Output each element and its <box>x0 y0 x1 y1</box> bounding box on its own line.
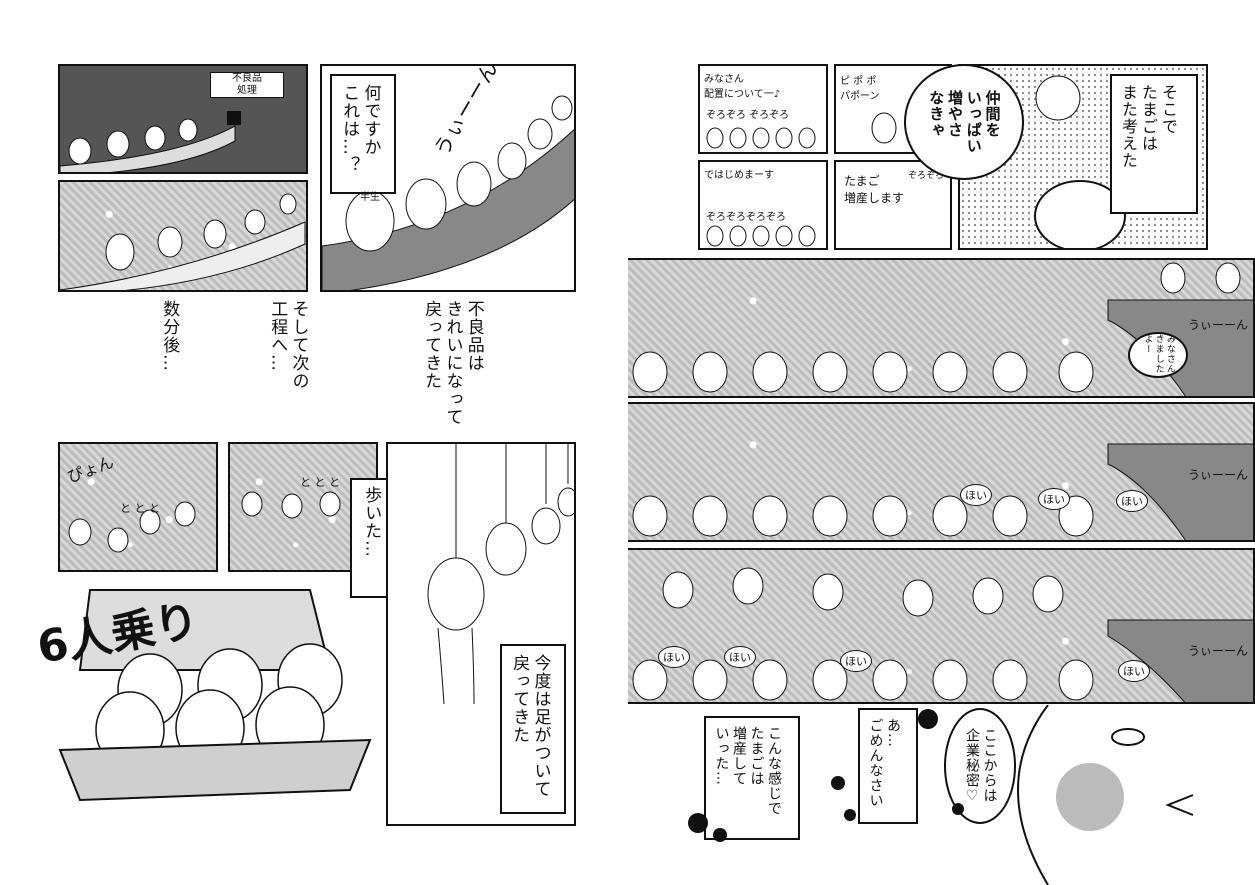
conveyor-big-drawing <box>322 95 574 290</box>
speech-came: みなさん きましたよー <box>1142 334 1175 374</box>
small-arrange: みなさん 配置について一♪ <box>704 74 781 100</box>
caption-produce: こんな感じで たまごは 増産して いった… <box>713 726 783 816</box>
caption-again: そこで たまごは また考えた <box>1119 84 1178 169</box>
sfx-conveyor-right-2: うぃーーん <box>1188 468 1249 482</box>
sfx-pon: ピ ポ ポ パポーン <box>840 76 880 102</box>
panel-what-is-this: 何ですか これは…？ 半生 うぃーーん <box>320 64 576 292</box>
caption-legs-box: 今度は足がついて 戻ってきた <box>500 644 566 814</box>
panel-jump: ぴょん と と と <box>58 442 218 572</box>
moon-egg-drawing <box>1034 75 1126 248</box>
caption-returned: 不良品は きれいになって 戻ってきた <box>421 300 484 426</box>
sfx-zorozoro-1: ぞろぞろ ぞろぞろ <box>706 110 790 121</box>
speech-what-box: 何ですか これは…？ <box>330 74 396 194</box>
speech-hai-3: ほい <box>1116 490 1148 512</box>
caption-legs: 今度は足がついて 戻ってきた <box>509 654 551 798</box>
sfx-zorozoro-2: ぞろぞろぞろぞろ <box>706 212 786 223</box>
speech-increase: 仲間を いっぱい 増やさ なきゃ <box>927 90 1002 154</box>
conveyor-eggs-drawing <box>60 193 306 290</box>
sfx-conveyor-right-3: うぃーーん <box>1188 644 1249 658</box>
strip-3: うぃーーん ほい ほい ほい ほい <box>628 548 1255 704</box>
panel-hanging-eggs: 今度は足がついて 戻ってきた <box>386 442 576 826</box>
strip-3-drawing <box>632 567 1253 702</box>
caption-minutes: 数分後… <box>159 300 180 372</box>
panel-conveyor-eggs <box>58 180 308 292</box>
egg-carton-drawing <box>58 589 372 802</box>
sfx-conveyor-right-1: うぃーーん <box>1188 318 1249 332</box>
panel-start: ではじめまーす ぞろぞろぞろぞろ <box>698 160 828 250</box>
panel-produce: たまご 増産します ぞろぞろ <box>834 160 952 250</box>
speech-came-bubble: みなさん きましたよー <box>1128 332 1188 378</box>
egg-pon <box>871 112 897 144</box>
speech-sorry: あ… ごめんなさい <box>867 718 902 808</box>
speech-what: 何ですか これは…？ <box>339 84 381 174</box>
speech-secret: ここからは 企業秘密♡ <box>964 727 998 805</box>
speech-sorry-box: あ… ごめんなさい <box>858 708 918 824</box>
sfx-steps-2: と と と <box>300 476 340 489</box>
defect-sign: 不良品 処理 <box>210 72 284 98</box>
caption-next: そして次の 工程へ… <box>267 300 309 390</box>
label-half: 半生 <box>360 192 380 203</box>
sfx-steps-1: と と と <box>120 502 160 515</box>
right-page: みなさん 配置について一♪ ぞろぞろ ぞろぞろ ピ ポ ポ パポーン ではじめま… <box>628 0 1255 885</box>
speech-hai-6: ほい <box>840 650 872 672</box>
strip-2-drawing <box>632 443 1253 540</box>
small-produce: たまご 増産します <box>844 174 905 205</box>
caption-again-box: そこで たまごは また考えた <box>1110 74 1198 214</box>
speech-hai-2: ほい <box>1038 488 1070 510</box>
speech-hai-7: ほい <box>1118 660 1150 682</box>
speech-hai-4: ほい <box>658 646 690 668</box>
hanging-eggs-drawing <box>427 444 574 705</box>
bottom-decor <box>688 705 1194 885</box>
speech-hai-1: ほい <box>960 484 992 506</box>
eggs-row-2 <box>706 225 816 247</box>
left-page: 不良品 処理 何ですか これは…？ 半生 <box>0 0 627 885</box>
strip-2: うぃーーん ほい ほい ほい <box>628 402 1255 542</box>
panel-arrange: みなさん 配置について一♪ ぞろぞろ ぞろぞろ <box>698 64 828 154</box>
strip-1: うぃーーん みなさん きましたよー <box>628 258 1255 398</box>
speech-hai-5: ほい <box>724 646 756 668</box>
small-start: ではじめまーす <box>704 170 774 181</box>
eggs-row-1 <box>706 127 816 149</box>
caption-produce-box: こんな感じで たまごは 増産して いった… <box>704 716 800 840</box>
panel-defect-processing: 不良品 処理 <box>58 64 308 174</box>
sfx-zorozoro-3: ぞろぞろ <box>907 171 944 181</box>
caption-walked: 歩いた… <box>361 486 382 558</box>
walking-eggs-drawing <box>68 501 196 553</box>
speech-increase-bubble: 仲間を いっぱい 増やさ なきゃ <box>904 64 1024 180</box>
conveyor-drawing <box>60 111 241 172</box>
